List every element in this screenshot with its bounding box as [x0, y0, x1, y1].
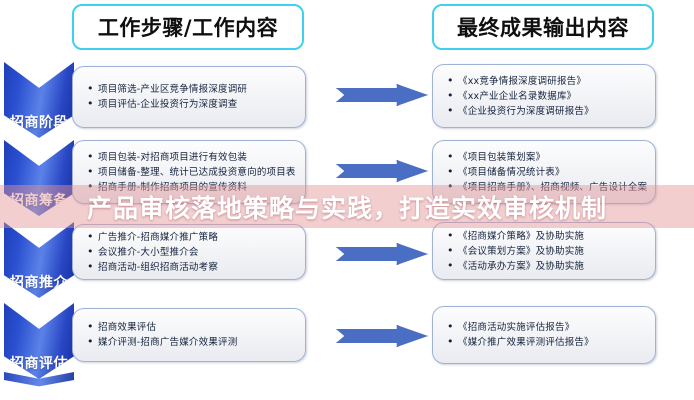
list-item: 广告推介-招商媒介推广策略: [87, 229, 295, 245]
column-header-left-label: 工作步骤/工作内容: [97, 16, 279, 40]
list-item: 招商活动-组织招商活动考察: [87, 259, 295, 275]
list-item: 《企业投资行为深度调研报告》: [447, 103, 645, 119]
list-item: 招商手册-制作招商项目的宣传资料: [87, 179, 295, 195]
list-item: 《招商活动实施评估报告》: [447, 319, 645, 335]
column-header-right-label: 最终成果输出内容: [457, 16, 629, 40]
stage-chevron-tail: [4, 372, 74, 387]
work-steps-box-2: 项目包装-对招商项目进行有效包装 项目储备-整理、统计已达成投资意向的项目表 招…: [72, 140, 306, 204]
stage-chevron-4: 招商评估: [4, 303, 74, 379]
stage-chevron-1: 招商阶段: [4, 62, 74, 138]
right-arrow-icon-2: [336, 160, 428, 182]
list-item: 《媒介推广效果评测评估报告》: [447, 334, 645, 350]
list-item: 《xx产业企业名录数据库》: [447, 88, 645, 104]
column-header-work-steps: 工作步骤/工作内容: [72, 4, 304, 50]
list-item: 《招商媒介策略》及协助实施: [447, 228, 645, 244]
right-arrow-icon-3: [336, 243, 428, 265]
stage-label-1: 招商阶段: [10, 115, 68, 131]
work-steps-box-1: 项目筛选-产业区竞争情报深度调研 项目评估-企业投资行为深度调查: [72, 66, 306, 128]
output-box-3: 《招商媒介策略》及协助实施 《会议策划方案》及协助实施 《活动承办方案》及协助实…: [432, 222, 656, 280]
list-item: 会议推介-大小型推介会: [87, 244, 295, 260]
work-steps-box-3: 广告推介-招商媒介推广策略 会议推介-大小型推介会 招商活动-组织招商活动考察: [72, 224, 306, 280]
list-item: 项目储备-整理、统计已达成投资意向的项目表: [87, 164, 295, 180]
list-item: 《活动承办方案》及协助实施: [447, 258, 645, 274]
list-item: 《会议策划方案》及协助实施: [447, 243, 645, 259]
list-item: 招商效果评估: [87, 319, 295, 335]
stage-label-3: 招商推介: [10, 275, 68, 291]
output-box-4: 《招商活动实施评估报告》 《媒介推广效果评测评估报告》: [432, 306, 656, 364]
list-item: 《项目招商手册》、招商视频、广告设计全案: [447, 179, 647, 195]
list-item: 项目包装-对招商项目进行有效包装: [87, 149, 295, 165]
list-item: 媒介评测-招商广告媒介效果评测: [87, 334, 295, 350]
stage-label-4: 招商评估: [10, 356, 68, 372]
list-item: 项目评估-企业投资行为深度调查: [87, 96, 295, 112]
output-box-1: 《xx竞争情报深度调研报告》 《xx产业企业名录数据库》 《企业投资行为深度调研…: [432, 64, 656, 128]
list-item: 项目筛选-产业区竞争情报深度调研: [87, 81, 295, 97]
output-box-2: 《项目包装策划案》 《项目储备情况统计表》 《项目招商手册》、招商视频、广告设计…: [432, 140, 656, 204]
right-arrow-icon-1: [336, 84, 428, 106]
stage-chevron-3: 招商推介: [4, 222, 74, 298]
column-header-final-outputs: 最终成果输出内容: [432, 4, 654, 50]
stage-label-2: 招商筹备: [10, 193, 68, 209]
list-item: 《项目储备情况统计表》: [447, 164, 645, 180]
list-item: 《项目包装策划案》: [447, 149, 645, 165]
list-item: 《xx竞争情报深度调研报告》: [447, 73, 645, 89]
stage-chevron-2: 招商筹备: [4, 140, 74, 216]
work-steps-box-4: 招商效果评估 媒介评测-招商广告媒介效果评测: [72, 308, 306, 362]
right-arrow-icon-4: [336, 325, 428, 347]
